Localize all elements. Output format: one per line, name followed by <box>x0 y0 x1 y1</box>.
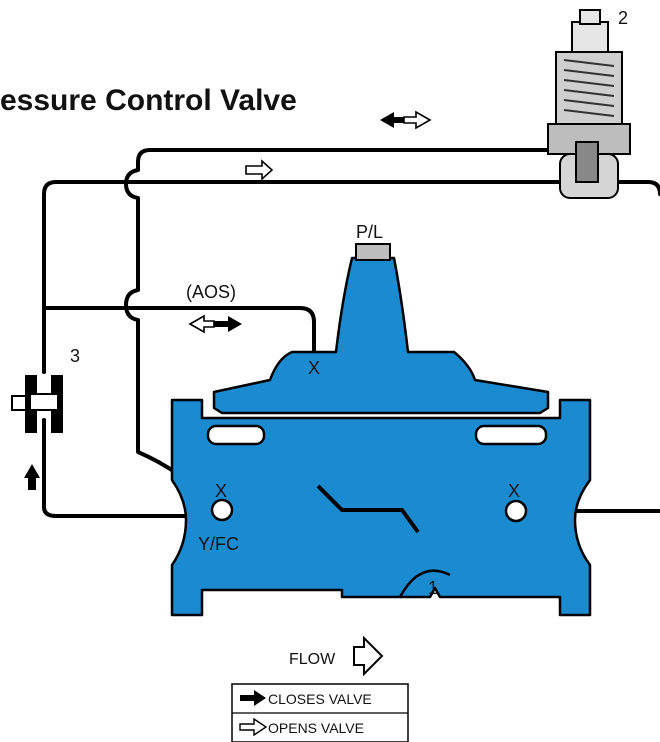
cock-number-label: 3 <box>70 346 80 366</box>
legend-opens-label: OPENS VALVE <box>268 720 364 736</box>
pilot-number-label: 2 <box>618 8 628 28</box>
valve-bonnet <box>212 256 550 415</box>
flow-label: FLOW <box>289 651 336 668</box>
pilot-valve-icon <box>547 9 631 199</box>
flow-arrow-icon <box>353 635 384 677</box>
valve-chamber <box>170 398 592 617</box>
aos-label: (AOS) <box>186 282 236 302</box>
aos-double-arrow-icon <box>188 314 242 334</box>
inlet-port-label: X <box>215 481 227 501</box>
opens-valve-arrow-icon <box>239 717 268 737</box>
legend-closes-label: CLOSES VALVE <box>268 691 372 707</box>
isolation-cock-icon <box>11 375 63 433</box>
legend-box: CLOSES VALVE OPENS VALVE <box>231 683 409 742</box>
inlet-port-icon <box>210 498 234 522</box>
closes-valve-arrow-icon <box>240 690 266 706</box>
pressure-plug-label: P/L <box>356 222 383 242</box>
inlet-port-name-label: Y/FC <box>198 534 239 554</box>
pressure-plug-icon <box>355 243 391 261</box>
tube-opens-arrow-icon <box>245 159 274 181</box>
diagram-title: essure Control Valve <box>0 84 297 117</box>
valve-number-label: 1 <box>428 578 438 598</box>
valve-disc-icon <box>316 484 420 534</box>
title-double-arrow-icon <box>380 110 432 130</box>
bonnet-port-label: X <box>308 358 320 378</box>
outlet-port-icon <box>504 499 528 523</box>
cock-flow-arrow-icon <box>24 464 40 490</box>
main-valve-body <box>170 256 592 617</box>
control-tubing <box>42 148 660 518</box>
outlet-port-label: X <box>508 481 520 501</box>
